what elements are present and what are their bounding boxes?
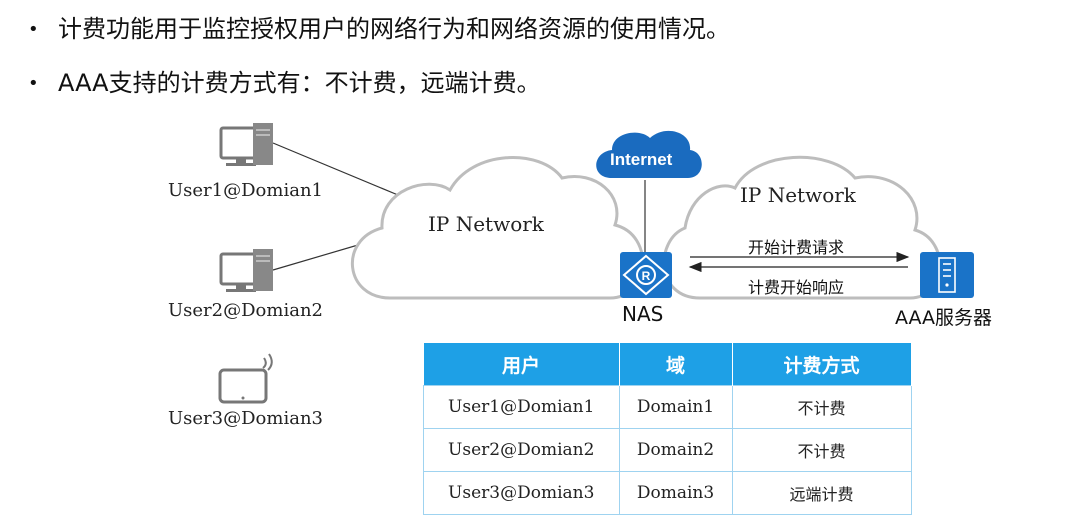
accounting-table: 用户 域 计费方式 User1@Domian1 Domain1 不计费 User… — [423, 343, 912, 515]
desktop-pc-icon — [219, 123, 273, 166]
table-row: User1@Domian1 Domain1 不计费 — [423, 385, 912, 429]
user1-link — [272, 142, 399, 196]
user1-label: User1@Domian1 — [168, 180, 323, 201]
header-domain: 域 — [619, 343, 733, 386]
bullet-1: • 计费功能用于监控授权用户的网络行为和网络资源的使用情况。 — [28, 14, 730, 45]
bullet-dot: • — [28, 19, 39, 40]
server-icon — [920, 252, 974, 298]
bullet-1-text: 计费功能用于监控授权用户的网络行为和网络资源的使用情况。 — [58, 15, 730, 43]
tablet-wifi-icon — [218, 353, 273, 404]
cell-user: User3@Domian3 — [423, 471, 620, 515]
bullet-2: • AAA支持的计费方式有：不计费，远端计费。 — [28, 68, 541, 99]
right-cloud — [662, 155, 942, 300]
table-header-row: 用户 域 计费方式 — [423, 343, 912, 386]
user3-label: User3@Domian3 — [168, 408, 323, 429]
table-row: User2@Domian2 Domain2 不计费 — [423, 428, 912, 472]
left-cloud — [350, 156, 645, 300]
header-accounting-method: 计费方式 — [732, 343, 912, 386]
cell-method: 不计费 — [731, 428, 912, 472]
cell-domain: Domain2 — [618, 428, 733, 472]
user2-label: User2@Domian2 — [168, 300, 323, 321]
desktop-pc-icon — [219, 249, 273, 292]
response-label: 计费开始响应 — [748, 278, 845, 297]
cell-method: 远端计费 — [731, 471, 912, 515]
cell-domain: Domain1 — [618, 385, 733, 429]
cell-user: User1@Domian1 — [423, 385, 620, 429]
cell-domain: Domain3 — [618, 471, 733, 515]
cell-method: 不计费 — [731, 385, 912, 429]
internet-cloud — [596, 130, 702, 178]
header-user: 用户 — [423, 343, 620, 386]
bullet-dot: • — [28, 73, 39, 94]
request-label: 开始计费请求 — [748, 238, 845, 257]
bullet-2-text: AAA支持的计费方式有：不计费，远端计费。 — [58, 69, 541, 97]
right-network-label: IP Network — [740, 183, 856, 207]
aaa-server-label: AAA服务器 — [895, 307, 993, 329]
router-icon: R — [620, 252, 672, 298]
cell-user: User2@Domian2 — [423, 428, 620, 472]
left-network-label: IP Network — [428, 212, 544, 236]
svg-text:R: R — [642, 269, 651, 283]
nas-label: NAS — [622, 302, 664, 326]
internet-label: Internet — [610, 150, 673, 169]
table-row: User3@Domian3 Domain3 远端计费 — [423, 471, 912, 515]
